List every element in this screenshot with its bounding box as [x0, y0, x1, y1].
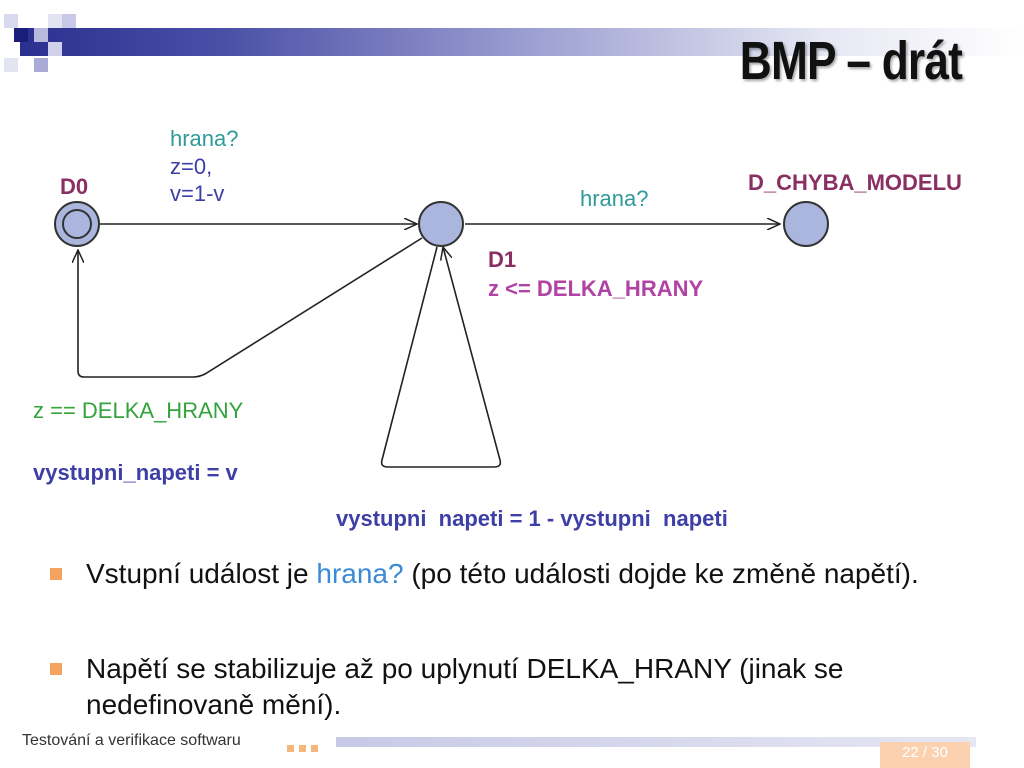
- page-number: 22 / 30: [880, 742, 970, 768]
- edge-d1-self-update: vystupni napeti = 1 - vystupni napeti: [336, 506, 728, 531]
- footer-gradient-bar: [336, 737, 976, 747]
- slide-title: BMP – drát: [739, 31, 963, 91]
- bullet-highlight: hrana?: [316, 558, 404, 589]
- header-decor-square: [48, 42, 62, 56]
- state-d0-initial-ring: [62, 209, 92, 239]
- edge-d0-d1-sync: hrana?: [170, 126, 239, 151]
- automaton-diagram: [54, 201, 829, 468]
- bullet-text: Napětí se stabilizuje až po uplynutí DEL…: [86, 653, 844, 720]
- state-error-label: D_CHYBA_MODELU: [748, 170, 962, 195]
- state-d1-label: D1: [488, 247, 517, 272]
- header-decor-square: [48, 14, 62, 28]
- edge-d0-d1-update: v=1-v: [170, 181, 225, 206]
- bullet-text: (po této události dojde ke změně napětí)…: [403, 558, 919, 589]
- bullet-text: Vstupní událost je: [86, 558, 317, 589]
- bullet-item: Vstupní událost je hrana? (po této událo…: [50, 556, 980, 592]
- edge-d1-d0-update: vystupni_napeti = v: [33, 460, 238, 485]
- edge-d1-self: [380, 247, 502, 468]
- edge-d0-d1-update: z=0,: [170, 154, 213, 179]
- bullet-square-icon: [50, 568, 62, 580]
- state-d1: [418, 201, 464, 247]
- header-decor-square: [14, 28, 28, 42]
- header-decor-square: [34, 28, 48, 42]
- header-decor-square: [4, 14, 18, 28]
- header-gradient-bar: [20, 28, 1024, 56]
- state-d1-invariant: z <= DELKA_HRANY: [488, 276, 704, 301]
- state-d0-label: D0: [60, 174, 89, 199]
- header-decor-square: [4, 58, 18, 72]
- state-error: [783, 201, 829, 247]
- footer-dots: [287, 739, 323, 757]
- header-decor-square: [62, 14, 76, 28]
- edge-d1-d0-guard: z == DELKA_HRANY: [33, 398, 244, 423]
- bullet-item: Napětí se stabilizuje až po uplynutí DEL…: [50, 651, 980, 723]
- header-decor-square: [34, 58, 48, 72]
- footer-course-name: Testování a verifikace softwaru: [22, 732, 241, 749]
- edge-d1-d0: [78, 237, 423, 378]
- bullet-square-icon: [50, 663, 62, 675]
- edge-d1-error-sync: hrana?: [580, 186, 649, 211]
